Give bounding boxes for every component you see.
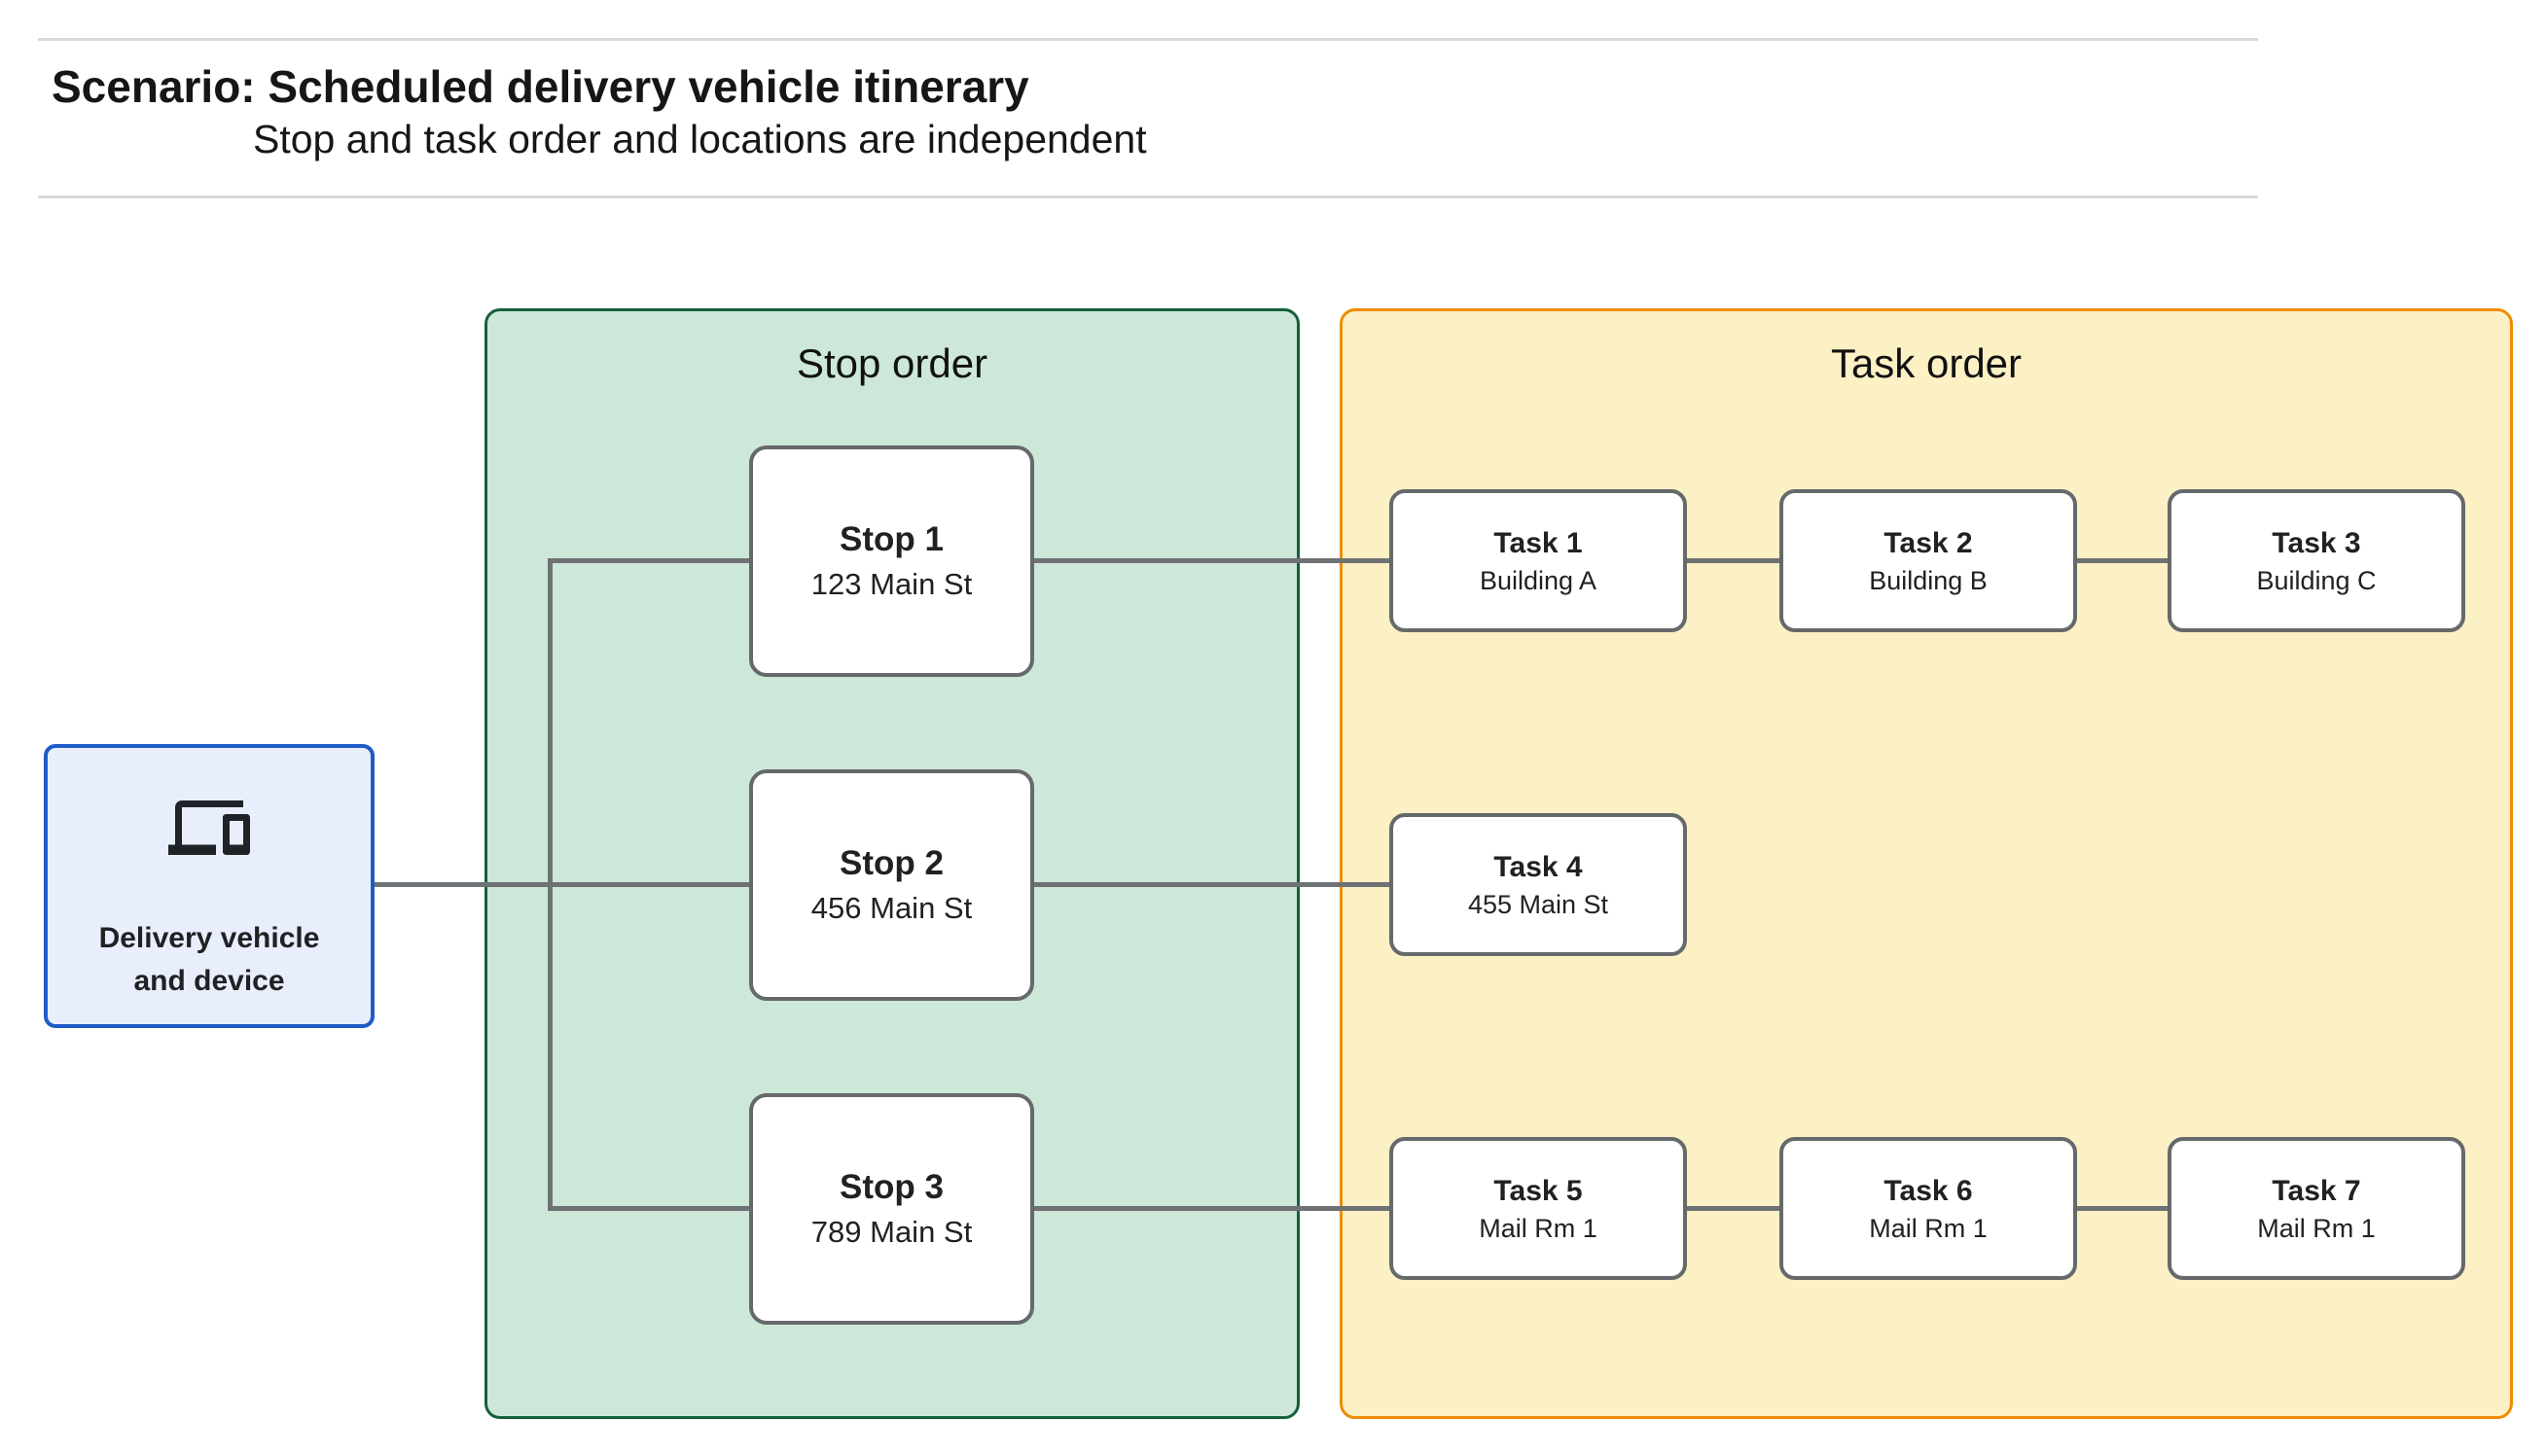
task-5-title: Task 5 [1493, 1174, 1583, 1207]
task-3-node: Task 3 Building C [2168, 489, 2465, 632]
stop-1-title: Stop 1 [840, 520, 944, 558]
task-1-location: Building A [1479, 565, 1597, 595]
stop-2-title: Stop 2 [840, 844, 944, 882]
connector-branch-to-stop1 [548, 558, 751, 563]
task-2-title: Task 2 [1883, 526, 1973, 559]
task-5-node: Task 5 Mail Rm 1 [1389, 1137, 1687, 1280]
header-bottom-divider [38, 195, 2258, 198]
task-6-title: Task 6 [1883, 1174, 1973, 1207]
stop-3-address: 789 Main St [810, 1215, 973, 1249]
task-4-location: 455 Main St [1467, 889, 1609, 919]
task-3-title: Task 3 [2272, 526, 2361, 559]
task-1-title: Task 1 [1493, 526, 1583, 559]
task-7-title: Task 7 [2272, 1174, 2361, 1207]
delivery-vehicle-label: Delivery vehicle and device [98, 922, 320, 997]
devices-icon [168, 800, 250, 855]
stop-3-title: Stop 3 [840, 1168, 944, 1206]
connector-task1-to-task2 [1685, 558, 1781, 563]
stop-2-address: 456 Main St [810, 891, 973, 925]
task-5-location: Mail Rm 1 [1479, 1213, 1597, 1243]
task-2-location: Building B [1869, 565, 1988, 595]
task-7-node: Task 7 Mail Rm 1 [2168, 1137, 2465, 1280]
task-4-node: Task 4 455 Main St [1389, 813, 1687, 956]
page-title: Scenario: Scheduled delivery vehicle iti… [52, 61, 1029, 112]
task-7-location: Mail Rm 1 [2257, 1213, 2376, 1243]
task-1-node: Task 1 Building A [1389, 489, 1687, 632]
connector-stop2-to-task4 [1032, 882, 1391, 887]
task-6-node: Task 6 Mail Rm 1 [1779, 1137, 2077, 1280]
stop-3-node: Stop 3 789 Main St [749, 1093, 1034, 1325]
task-4-title: Task 4 [1493, 850, 1583, 883]
task-order-panel-title: Task order [1830, 340, 2023, 386]
stop-2-node: Stop 2 456 Main St [749, 769, 1034, 1001]
task-6-location: Mail Rm 1 [1869, 1213, 1988, 1243]
task-3-location: Building C [2256, 565, 2377, 595]
connector-branch-to-stop3 [548, 1206, 751, 1211]
header-top-divider [38, 38, 2258, 41]
connector-task5-to-task6 [1685, 1206, 1781, 1211]
stop-1-node: Stop 1 123 Main St [749, 445, 1034, 677]
connector-stop1-to-task1 [1032, 558, 1391, 563]
connector-task2-to-task3 [2075, 558, 2169, 563]
connector-stop3-to-task5 [1032, 1206, 1391, 1211]
stop-order-panel-title: Stop order [796, 340, 988, 386]
connector-vehicle-to-stop2 [373, 882, 751, 887]
task-2-node: Task 2 Building B [1779, 489, 2077, 632]
stop-1-address: 123 Main St [810, 567, 973, 601]
connector-branch-vertical [548, 558, 553, 1211]
connector-task6-to-task7 [2075, 1206, 2169, 1211]
delivery-vehicle-node: Delivery vehicle and device [44, 744, 375, 1028]
page-subtitle: Stop and task order and locations are in… [253, 117, 1147, 161]
